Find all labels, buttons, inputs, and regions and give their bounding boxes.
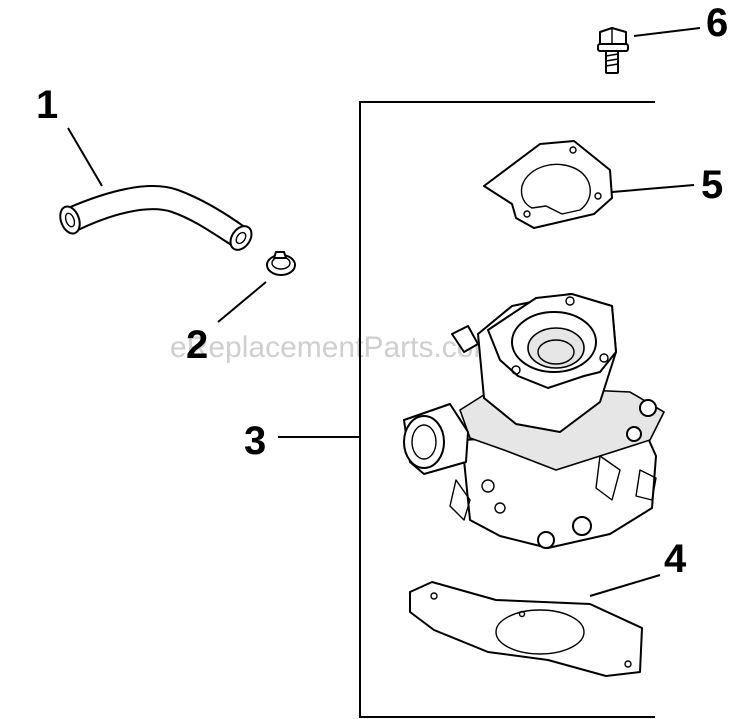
top-gasket-part[interactable] <box>483 140 613 229</box>
carburetor-part[interactable] <box>403 293 666 549</box>
callout-3-label[interactable]: 3 <box>244 419 266 463</box>
leader-lines <box>67 27 701 597</box>
watermark-text: eReplacementParts.com <box>170 331 498 364</box>
assembly-bracket <box>278 101 655 718</box>
callout-4-label[interactable]: 4 <box>664 537 687 581</box>
base-gasket-part[interactable] <box>409 581 643 677</box>
callout-6-label[interactable]: 6 <box>706 1 728 45</box>
callout-1-label[interactable]: 1 <box>36 83 58 127</box>
callout-2-label[interactable]: 2 <box>186 323 208 367</box>
hose-part[interactable] <box>57 185 256 254</box>
hose-clamp-part[interactable] <box>266 251 296 276</box>
callout-5-label[interactable]: 5 <box>701 163 723 207</box>
bolt-part[interactable] <box>597 27 629 74</box>
